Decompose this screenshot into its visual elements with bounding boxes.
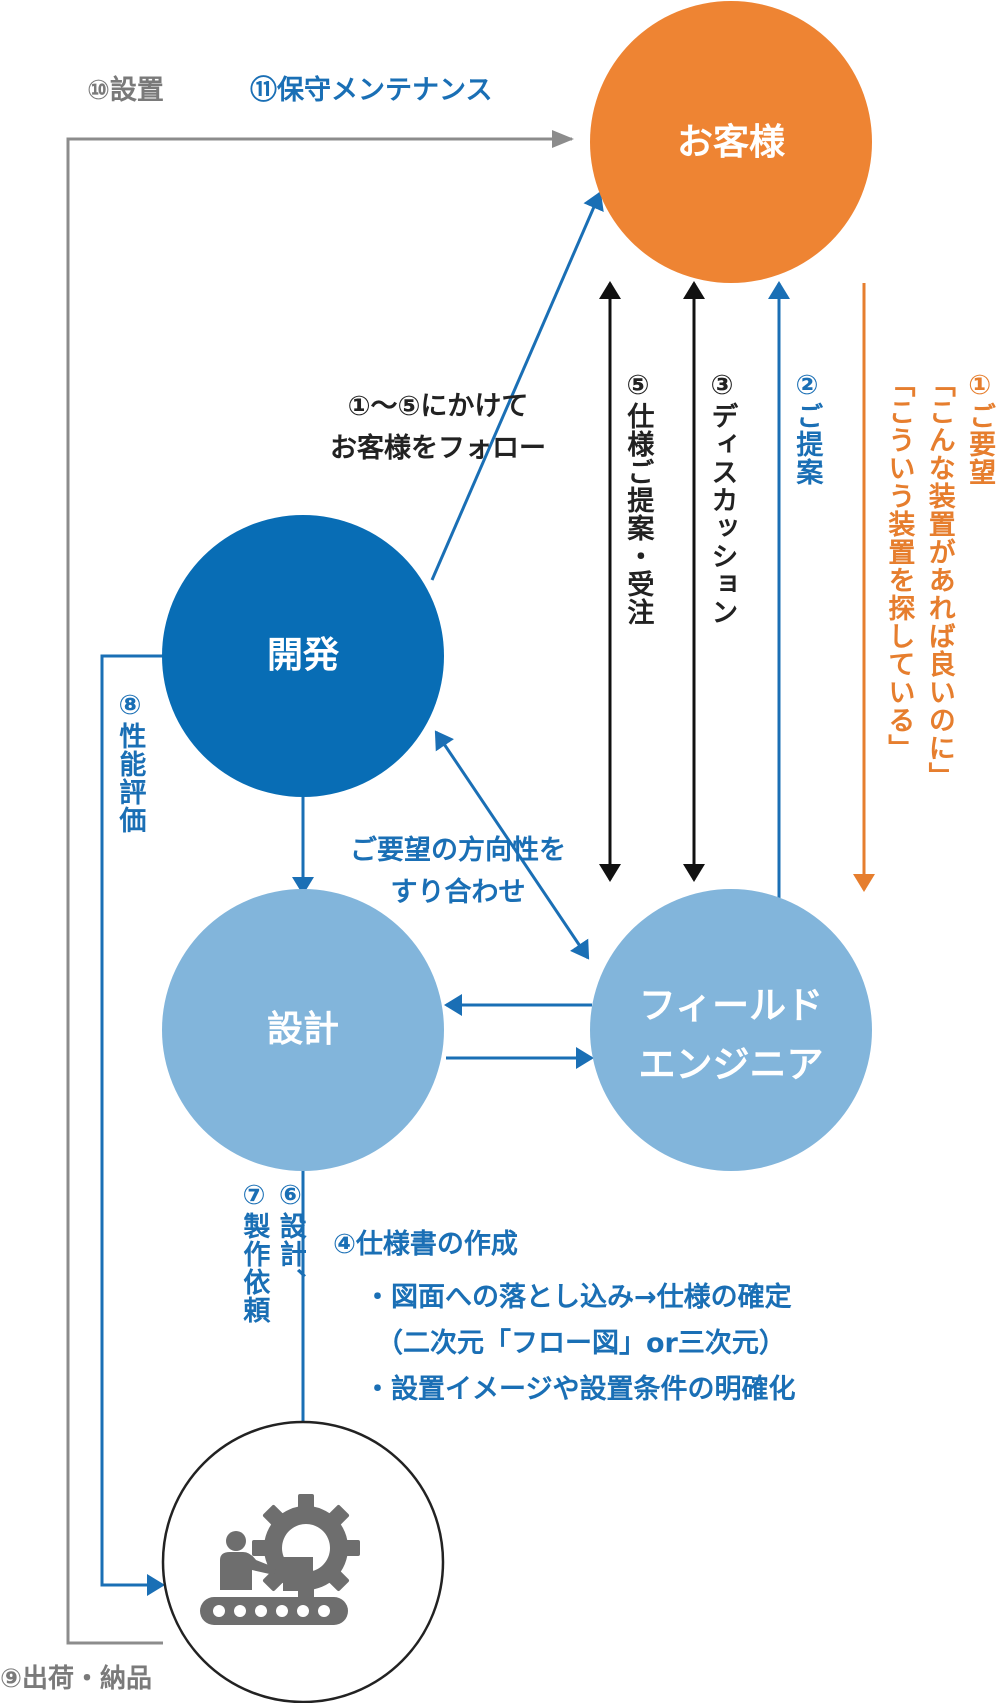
design-label: 設計 [266,1009,339,1050]
step4-bullet2: （二次元「フロー図」or三次元） [376,1328,786,1359]
step6-label: ⑥設計、 [274,1180,306,1296]
step5-label: ⑤仕様ご提案・受注 [622,370,654,626]
step8-label: ⑧性能評価 [114,690,146,834]
field-engineer-node [590,889,872,1171]
follow-arrow [430,191,604,581]
factory-worker-conveyor-icon [200,1494,360,1625]
step6-7-label: ⑥設計、 ⑦製作依頼 [237,1180,306,1324]
step11-label: ⑪保守メンテナンス [250,75,493,106]
field-engineer-line2: エンジニア [638,1043,824,1087]
step4-bullet1: ・図面への落とし込み→仕様の確定 [364,1282,792,1313]
performance-eval-arrow [100,654,165,1596]
alignment-line2: すり合わせ [390,876,526,908]
alignment-label: ご要望の方向性を すり合わせ [350,830,566,914]
follow-line1: ①～⑤にかけて [347,391,529,422]
step4-bullet3: ・設置イメージや設置条件の明確化 [364,1374,796,1405]
customer-node [590,1,872,283]
step3-label: ③ディスカッション [706,370,738,626]
dev-label: 開発 [266,635,339,676]
follow-line2: お客様をフォロー [330,432,546,464]
field-engineer-label: フィールド エンジニア [611,976,851,1094]
step7-label: ⑦製作依頼 [238,1180,270,1324]
follow-label: ①～⑤にかけて お客様をフォロー [330,386,546,470]
step1-title: ①ご要望 [964,370,996,486]
step9-label: ⑨出荷・納品 [0,1664,153,1694]
step1-label: ①ご要望 「こんな装置があれば良いのに」 「こういう装置を探している」 [882,370,995,790]
alignment-arrow [434,730,590,960]
step4-title: ④仕様書の作成 [333,1229,518,1260]
customer-label: お客様 [676,122,785,163]
alignment-line1: ご要望の方向性を [350,835,566,866]
design-node [162,889,444,1171]
install-arrow [66,130,574,1645]
step1-quote1: 「こんな装置があれば良いのに」 [923,370,955,790]
step2-label: ②ご提案 [791,370,823,486]
dev-node [162,515,444,797]
step1-quote2: 「こういう装置を探している」 [883,370,915,762]
step10-label: ⑩設置 [87,75,164,106]
field-engineer-line1: フィールド [638,984,824,1027]
